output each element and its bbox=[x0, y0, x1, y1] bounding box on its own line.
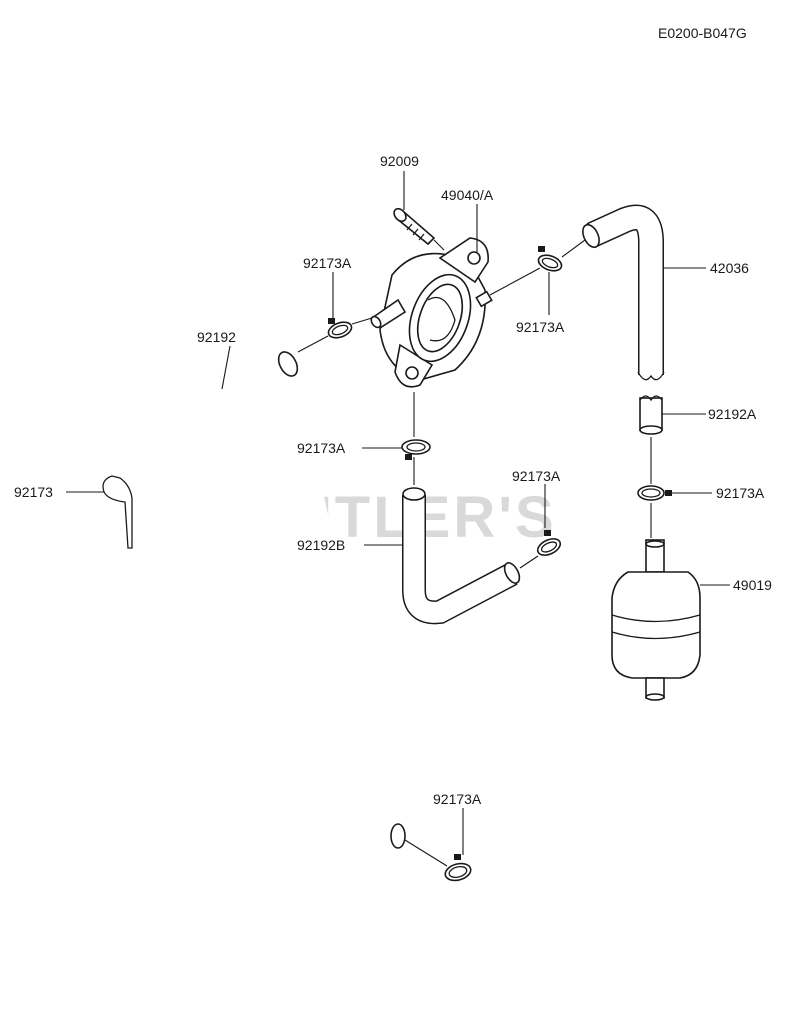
label-hose-short[interactable]: 92192A bbox=[708, 406, 757, 422]
label-clamp-lower-pump[interactable]: 92173A bbox=[297, 440, 346, 456]
clamp-bottom[interactable] bbox=[443, 854, 472, 883]
assembly-lines bbox=[297, 239, 652, 867]
fuel-pump[interactable] bbox=[369, 237, 493, 388]
fuel-filter[interactable] bbox=[611, 539, 701, 701]
label-clamp-hose-b[interactable]: 92173A bbox=[512, 468, 561, 484]
label-clamp-pump-in[interactable]: 92173A bbox=[303, 255, 352, 271]
clamp-hose-b[interactable] bbox=[535, 530, 563, 558]
hose-92192b[interactable] bbox=[402, 487, 522, 625]
label-pump[interactable]: 49040/A bbox=[441, 187, 494, 203]
label-hose-top[interactable]: 42036 bbox=[710, 260, 749, 276]
label-filter[interactable]: 49019 bbox=[733, 577, 772, 593]
label-clip[interactable]: 92173 bbox=[14, 484, 53, 500]
bolt-92009[interactable] bbox=[392, 206, 436, 246]
diagram-code: E0200-B047G bbox=[658, 25, 747, 41]
clamp-lower-pump[interactable] bbox=[401, 439, 431, 460]
clip-92173[interactable] bbox=[102, 475, 133, 549]
label-hose-b[interactable]: 92192B bbox=[297, 537, 345, 553]
hose-92192[interactable] bbox=[140, 347, 406, 849]
label-bolt[interactable]: 92009 bbox=[380, 153, 419, 169]
clamp-filter-top[interactable] bbox=[637, 485, 672, 501]
label-clamp-filter-top[interactable]: 92173A bbox=[716, 485, 765, 501]
clamp-pump-out[interactable] bbox=[536, 246, 563, 274]
hose-92192a[interactable] bbox=[639, 395, 663, 435]
hose-42036[interactable] bbox=[580, 204, 665, 381]
clamp-pump-in[interactable] bbox=[326, 318, 353, 341]
label-hose-main[interactable]: 92192 bbox=[197, 329, 236, 345]
label-clamp-pump-out[interactable]: 92173A bbox=[516, 319, 565, 335]
leader-lines bbox=[66, 171, 730, 855]
label-clamp-bottom[interactable]: 92173A bbox=[433, 791, 482, 807]
part-labels: 92009 49040/A 92173A 92173A 92192 42036 … bbox=[14, 153, 772, 807]
